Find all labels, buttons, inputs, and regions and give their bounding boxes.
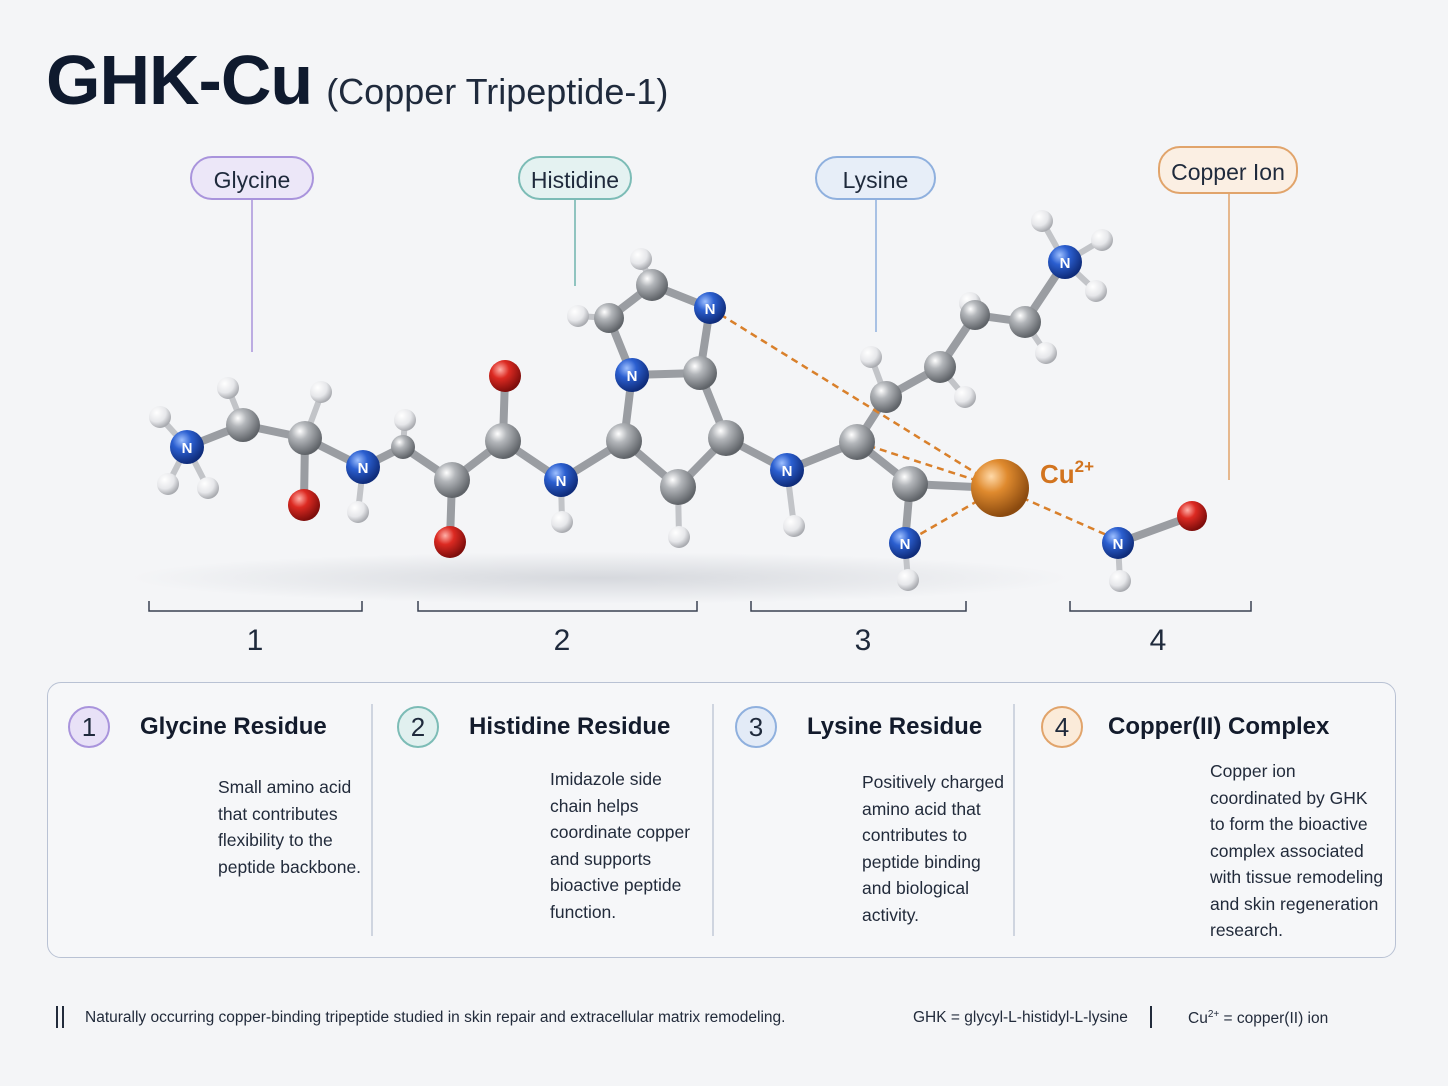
footer-ghk-definition: GHK = glycyl-L-histidyl-L-lysine [913,1009,1128,1026]
label-glycine: Glycine [190,156,314,200]
footer-mark [62,1006,64,1028]
card-3-title: Lysine Residue [807,713,983,740]
footer-cu-text: = copper(II) ion [1219,1010,1329,1028]
footer-cu-sup: 2+ [1207,1009,1220,1020]
card-divider [1013,704,1015,936]
card-divider [371,704,373,936]
atom-label-n: N [556,473,567,490]
bracket-3 [750,601,967,612]
atom-label-n: N [358,460,369,477]
coordination-bonds [709,306,1119,542]
copper-charge: 2+ [1075,457,1094,476]
bracket-2 [417,601,698,612]
footer-cu-prefix: Cu [1188,1010,1208,1028]
segment-number-2: 2 [553,624,571,657]
label-histidine: Histidine [518,156,632,200]
footer-cu-definition: Cu2+ = copper(II) ion [1188,1009,1328,1028]
footer-mark [56,1006,58,1028]
bracket-1 [148,601,363,612]
card-4-title: Copper(II) Complex [1108,713,1330,740]
card-1-number: 1 [68,706,110,748]
copper-label: Cu2+ [1040,457,1094,489]
card-1-description: Small amino acid that contributes flexib… [218,777,362,877]
oxygen-atoms [288,360,1207,558]
page-title: GHK-Cu (Copper Tripeptide-1) [46,40,668,120]
copper-symbol: Cu [1040,459,1075,489]
hydrogen-atoms [149,210,1131,592]
bonds [183,258,1196,547]
segment-number-4: 4 [1149,624,1167,657]
label-lysine: Lysine [815,156,936,200]
molecule-shadow [130,552,1070,604]
card-3-header: 3 Lysine Residue [735,706,982,748]
atom-label-n: N [627,368,638,385]
segment-brackets [148,601,1252,612]
card-3-description: Positively charged amino acid that contr… [862,772,1005,925]
card-divider [712,704,714,936]
copper-atom [971,459,1029,517]
segment-number-3: 3 [854,624,872,657]
nitrogen-atoms [170,245,1134,559]
atom-label-n: N [900,536,911,553]
card-4-number: 4 [1041,706,1083,748]
segment-number-1: 1 [246,624,264,657]
label-copper-ion: Copper Ion [1158,146,1298,194]
card-2-title: Histidine Residue [469,713,671,740]
card-2-header: 2 Histidine Residue [397,706,670,748]
card-1-header: 1 Glycine Residue [68,706,327,748]
bracket-4 [1069,601,1252,612]
footer-note: Naturally occurring copper-binding tripe… [85,1009,786,1026]
carbon-atoms [226,269,1041,505]
card-3-number: 3 [735,706,777,748]
card-2-number: 2 [397,706,439,748]
card-2-description: Imidazole side chain helps coordinate co… [550,769,691,922]
title-subtitle: (Copper Tripeptide-1) [326,71,669,112]
atom-label-n: N [1113,536,1124,553]
card-4-header: 4 Copper(II) Complex [1041,706,1329,748]
title-main: GHK-Cu [46,41,313,119]
card-4-description: Copper ion coordinated by GHK to form th… [1210,761,1384,940]
atom-label-n: N [182,440,193,457]
footer-separator [1150,1006,1152,1028]
atom-label-n: N [705,301,716,318]
atom-label-n: N [782,463,793,480]
card-1-title: Glycine Residue [140,713,327,740]
atom-label-n: N [1060,255,1071,272]
residue-info-panel [47,682,1396,958]
